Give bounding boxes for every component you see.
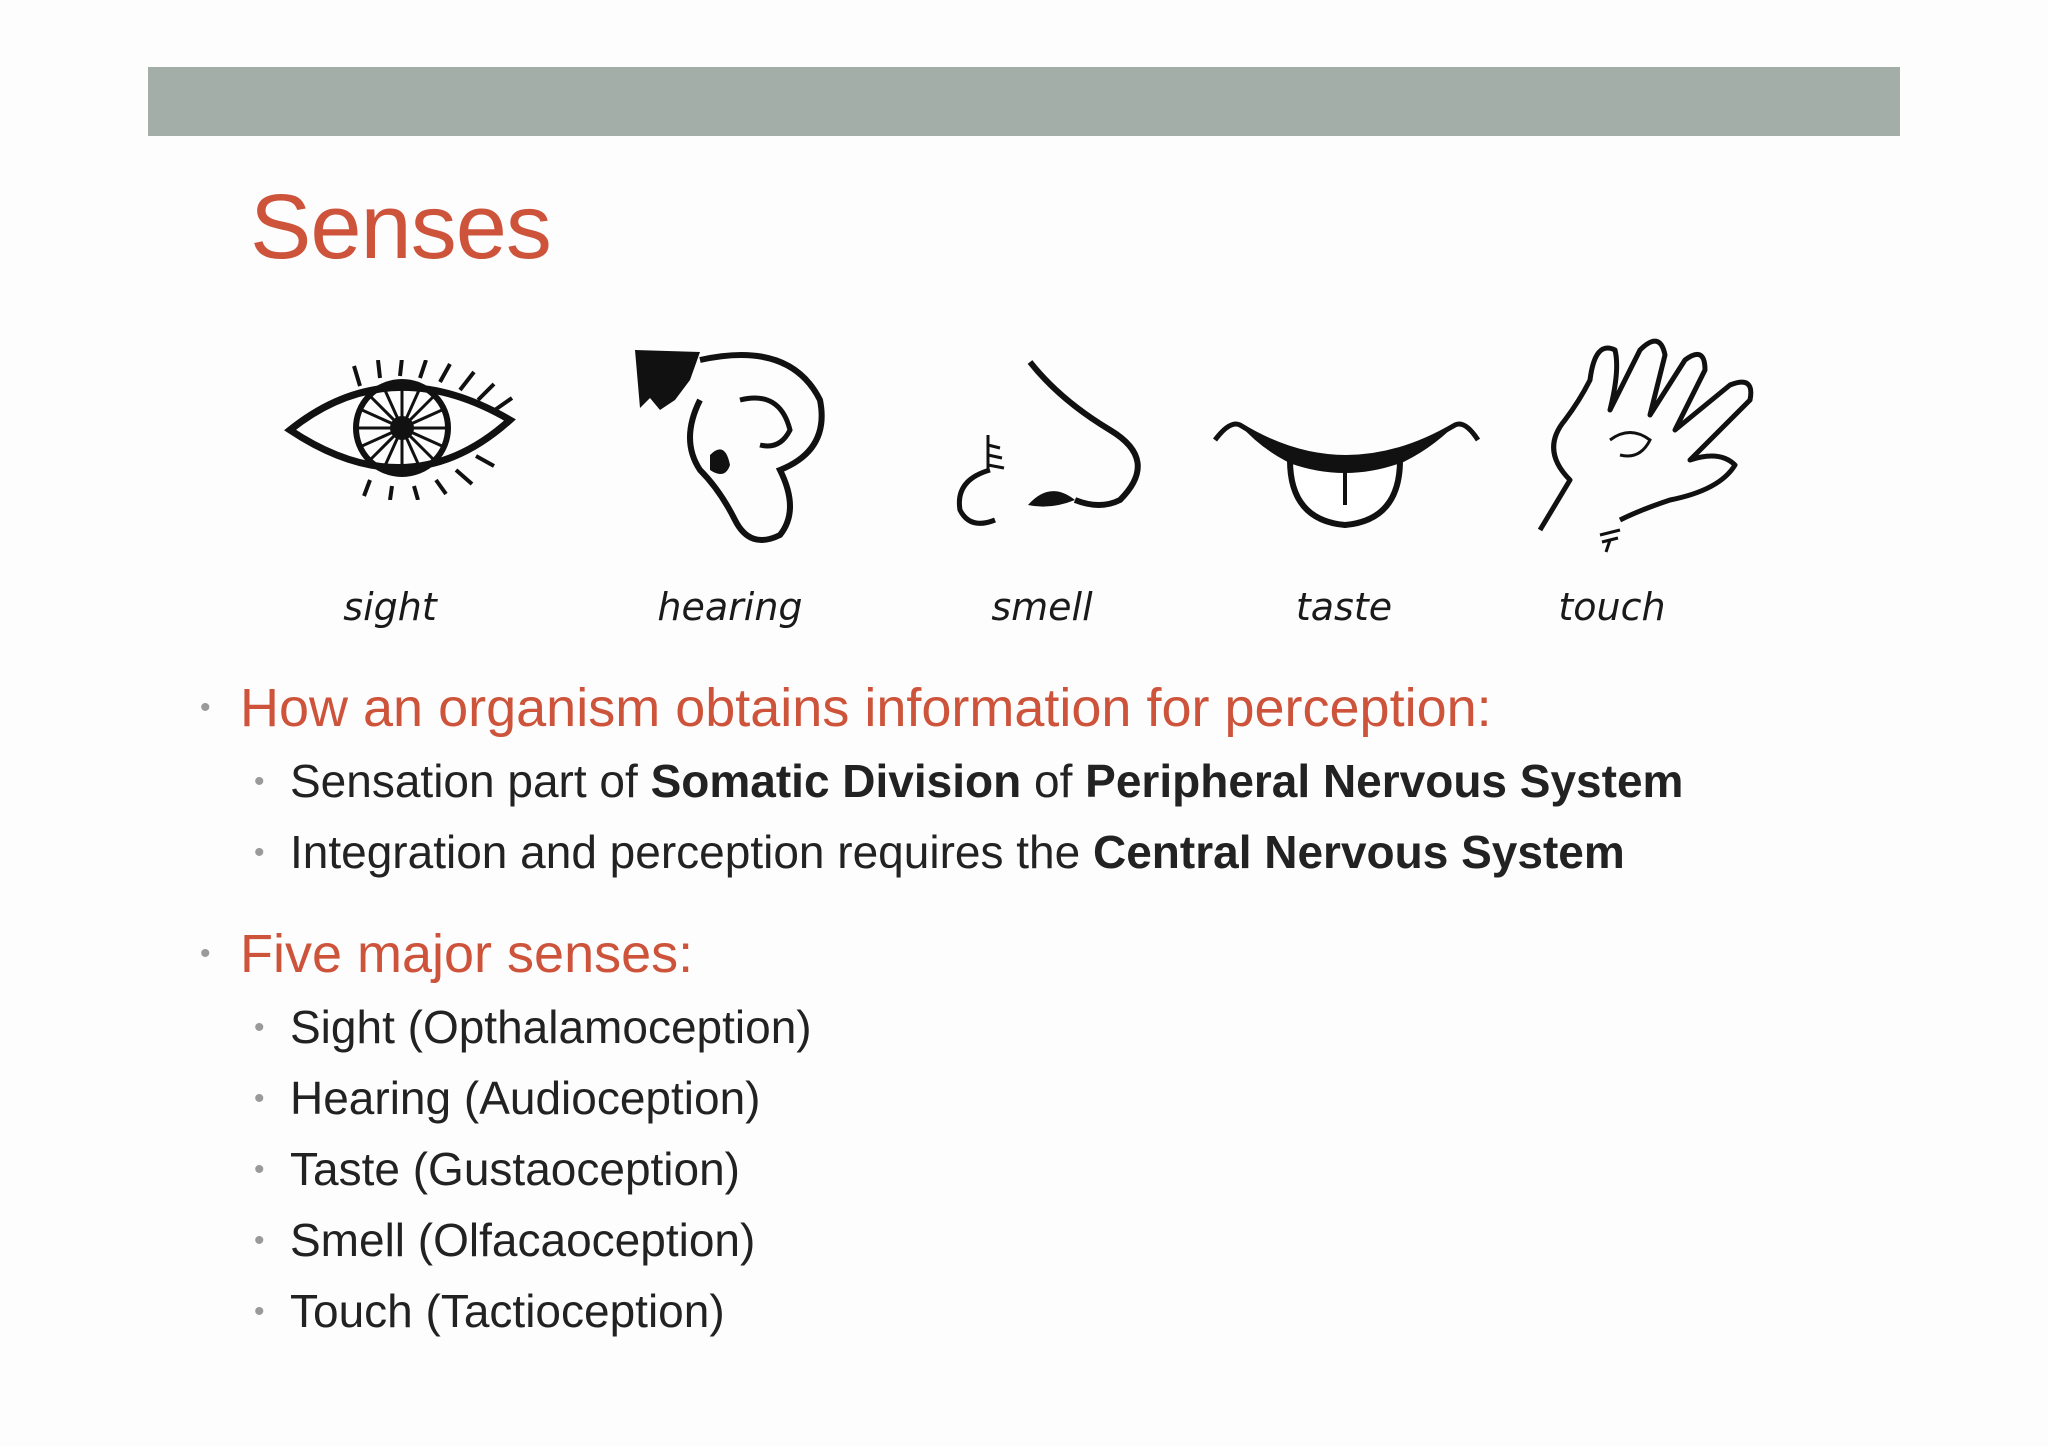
list-item: •Smell (Olfacaoception)	[254, 1214, 756, 1266]
ear-icon	[630, 340, 850, 550]
senses-illustration: sight hearing smell taste touch	[270, 320, 1800, 650]
nose-icon	[950, 360, 1150, 530]
eye-icon	[280, 360, 540, 500]
caption-sight: sight	[343, 585, 437, 629]
sub-bullet-sensation: •Sensation part of Somatic Division of P…	[254, 755, 1684, 807]
list-item: •Hearing (Audioception)	[254, 1072, 761, 1124]
caption-hearing: hearing	[657, 585, 803, 629]
list-item: •Touch (Tactioception)	[254, 1285, 725, 1337]
sub-bullet-integration: •Integration and perception requires the…	[254, 826, 1625, 878]
slide-title: Senses	[250, 176, 552, 278]
mouth-icon	[1210, 380, 1480, 540]
caption-smell: smell	[991, 585, 1093, 629]
bullet-heading-perception: •How an organism obtains information for…	[200, 678, 1492, 738]
header-bar	[148, 67, 1900, 136]
bullet-list: •How an organism obtains information for…	[200, 672, 1950, 1347]
list-item: •Sight (Opthalamoception)	[254, 1001, 812, 1053]
list-item: •Taste (Gustaoception)	[254, 1143, 741, 1195]
caption-taste: taste	[1295, 585, 1393, 629]
caption-touch: touch	[1558, 585, 1666, 629]
bullet-heading-five-senses: •Five major senses:	[200, 924, 694, 984]
hand-icon	[1520, 330, 1790, 560]
